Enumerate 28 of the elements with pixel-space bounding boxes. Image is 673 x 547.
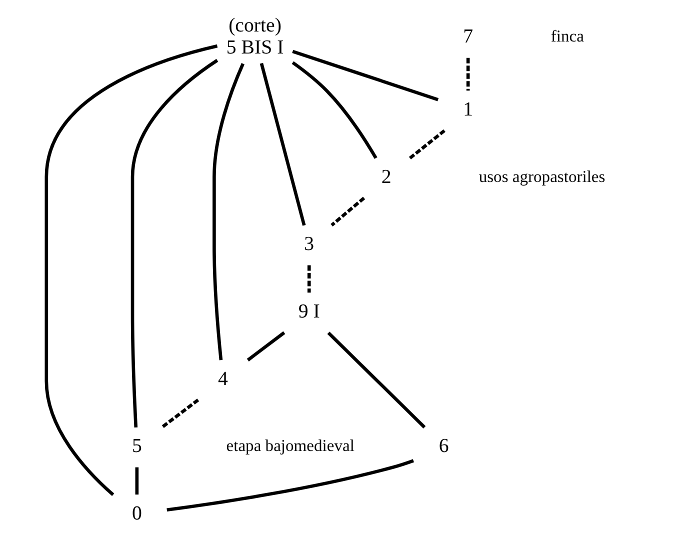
- connector: [166, 459, 414, 512]
- node-text: 7: [462, 26, 473, 48]
- connector: [326, 332, 426, 428]
- connector: [330, 196, 365, 226]
- connector: [259, 62, 306, 226]
- node-text: (corte) 5 BIS I: [226, 14, 284, 59]
- node-text: 0: [131, 502, 142, 525]
- connector: [246, 331, 285, 362]
- connector: [44, 44, 218, 496]
- connector: [134, 467, 138, 495]
- connector: [212, 63, 244, 360]
- node-text: 5: [131, 435, 142, 458]
- connector: [292, 50, 438, 102]
- node-text: 9 I: [298, 300, 320, 323]
- label: finca: [550, 26, 584, 46]
- node-text: 3: [304, 233, 314, 256]
- label: etapa bajomedieval: [226, 436, 354, 456]
- label: usos agropastoriles: [478, 166, 605, 186]
- node-text: 6: [438, 435, 448, 458]
- connector: [291, 61, 377, 159]
- node-text: 1: [462, 98, 473, 121]
- connector: [130, 58, 218, 428]
- connector: [408, 129, 445, 160]
- connector: [160, 398, 199, 429]
- connector: [466, 58, 470, 91]
- node-text: 2: [380, 166, 391, 188]
- node-text: 4: [218, 368, 228, 390]
- connector: [306, 265, 310, 293]
